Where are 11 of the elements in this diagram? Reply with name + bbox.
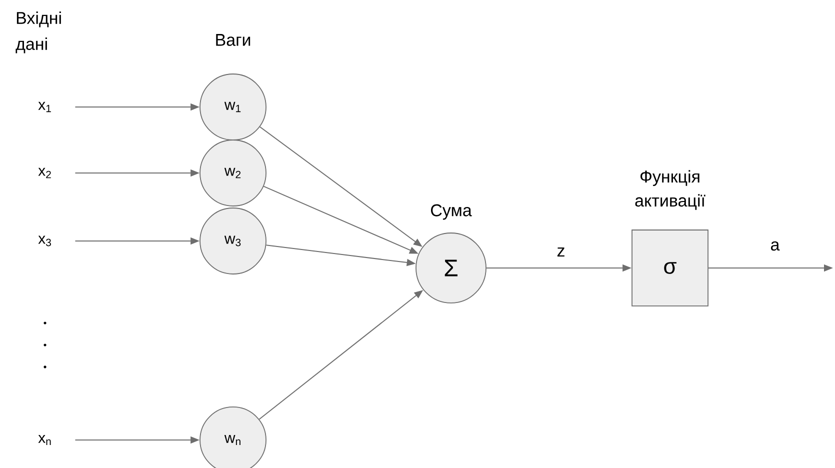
node-caption: Функція активації [635,170,706,210]
input-label: x$_{n}$ [38,434,51,446]
column-heading: Вхідні дані [16,12,61,54]
edge-label: a [769,240,781,252]
activation-box: σ [632,230,708,306]
input-label: x$_{1}$ [38,102,51,112]
column-heading: Ваги [216,34,250,46]
node-caption: Сума [431,204,472,220]
edge-label: z [556,246,566,258]
input-label: x$_{2}$ [38,168,51,178]
input-label: x$_{3}$ [38,236,51,246]
